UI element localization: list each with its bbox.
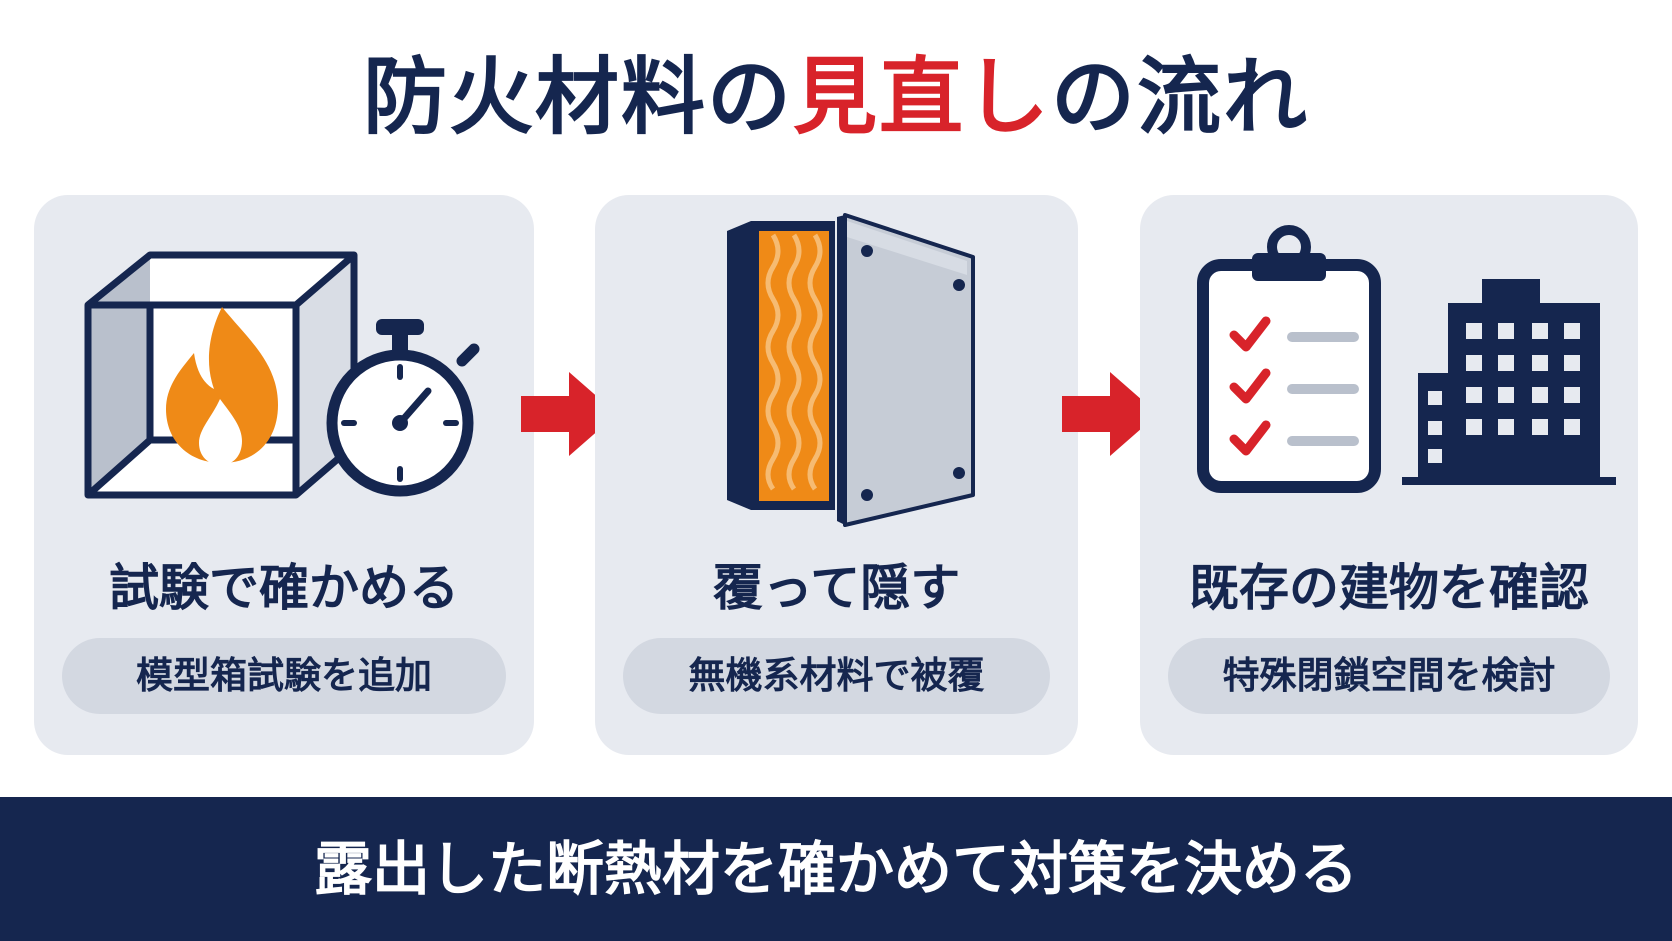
summary-banner: 露出した断熱材を確かめて対策を決める (0, 797, 1672, 941)
step-note-pill: 無機系材料で被覆 (623, 638, 1050, 714)
title-accent: 見直し (792, 48, 1051, 146)
step-card-test: 試験で確かめる 模型箱試験を追加 (34, 195, 534, 755)
step-note-pill: 模型箱試験を追加 (62, 638, 506, 714)
stopwatch-icon (326, 319, 480, 497)
step-illustration-test (84, 251, 480, 499)
step-illustration-check-building (1197, 225, 1616, 493)
step-illustration-cover (727, 213, 975, 527)
building-icon (1402, 279, 1616, 485)
title-part-1: 防火材料の (362, 48, 793, 146)
step-heading: 覆って隠す (712, 559, 961, 617)
title-part-3: の流れ (1051, 48, 1310, 146)
clipboard-checklist-icon (1197, 225, 1381, 493)
step-card-cover: 覆って隠す 無機系材料で被覆 (595, 195, 1078, 755)
summary-text: 露出した断熱材を確かめて対策を決める (313, 835, 1358, 903)
page-title: 防火材料の見直しの流れ (0, 42, 1672, 152)
step-heading: 試験で確かめる (109, 559, 459, 617)
step-card-check-building: 既存の建物を確認 特殊閉鎖空間を検討 (1140, 195, 1638, 755)
step-heading: 既存の建物を確認 (1189, 559, 1589, 617)
flame-icon (166, 307, 278, 465)
insulation-panel-icon (727, 221, 835, 510)
cover-board-icon (837, 213, 975, 527)
arrow-right-icon (1062, 372, 1158, 456)
step-note-pill: 特殊閉鎖空間を検討 (1168, 638, 1610, 714)
arrow-right-icon (521, 372, 617, 456)
